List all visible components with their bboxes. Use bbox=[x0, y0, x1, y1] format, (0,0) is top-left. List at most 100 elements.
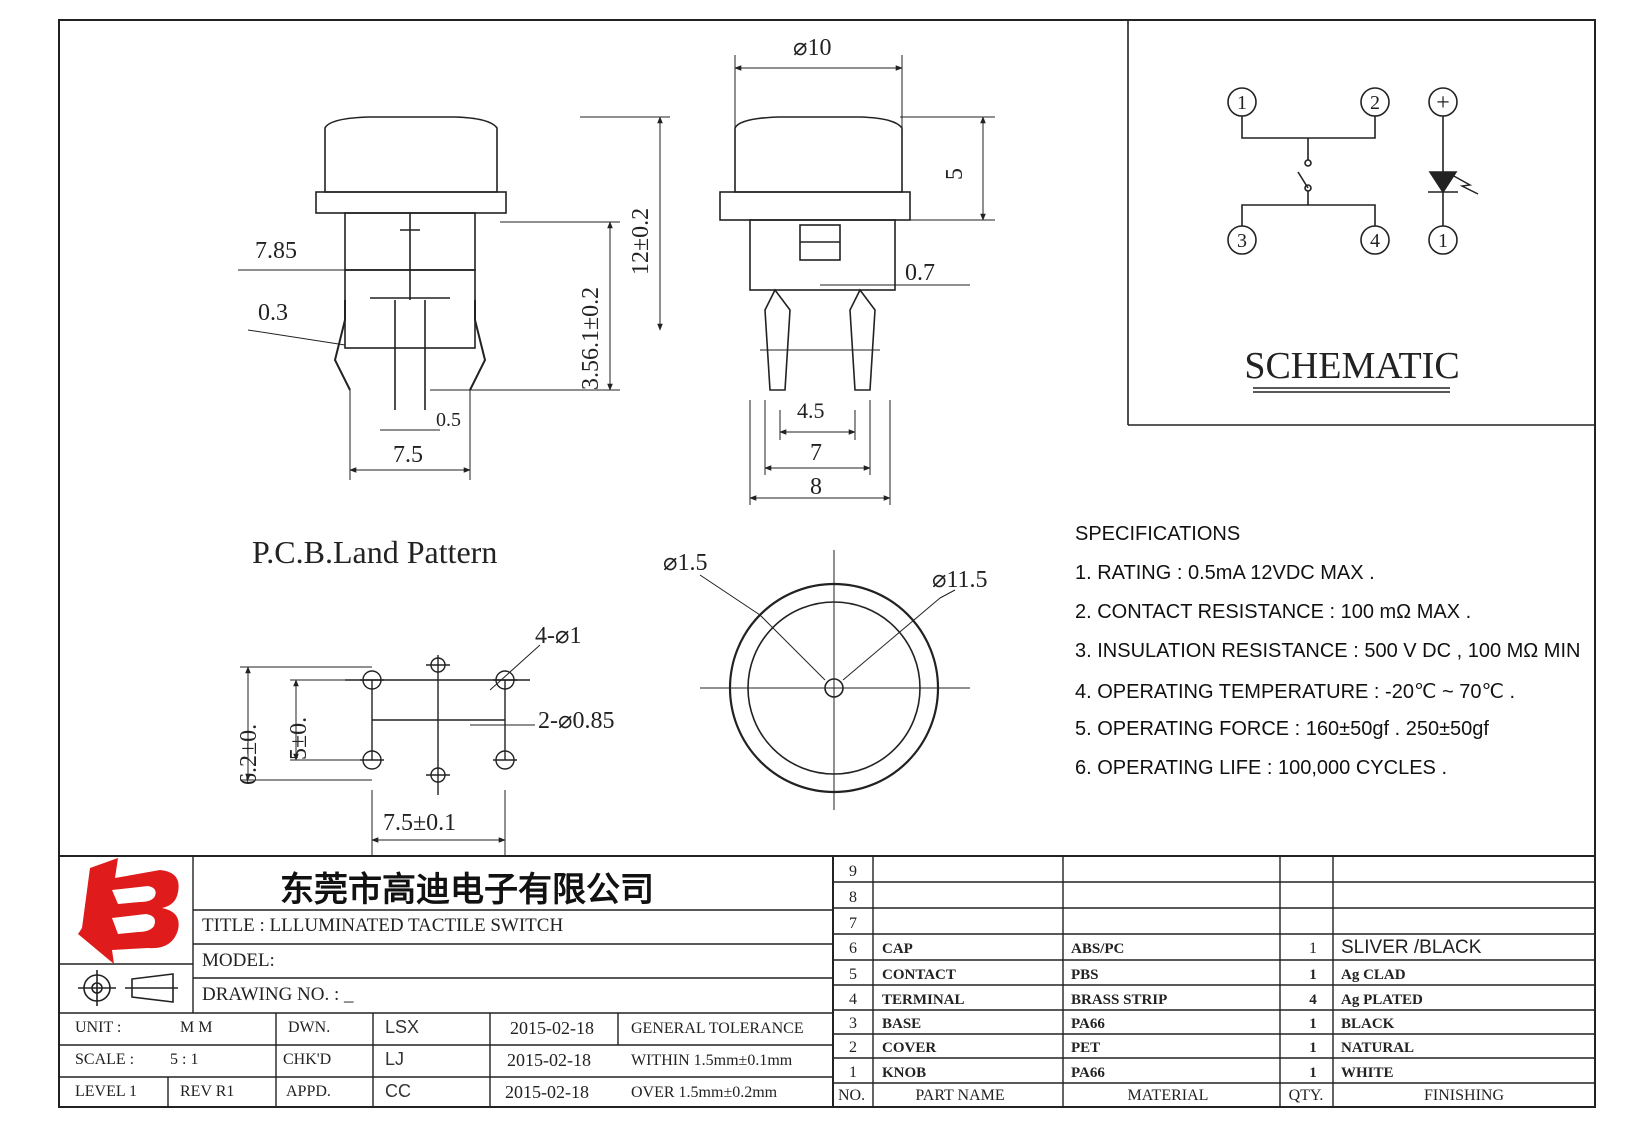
schematic-box: 1 2 + 3 4 1 SCHEMATIC bbox=[1127, 20, 1595, 426]
bom-row-4-finishing: Ag PLATED bbox=[1341, 992, 1423, 1008]
bom-row-1-material: PA66 bbox=[1071, 1065, 1105, 1081]
spec-item-4: 4. OPERATING TEMPERATURE : -20℃ ~ 70℃ . bbox=[1075, 681, 1516, 703]
dim-lead-thickness: 0.3 bbox=[258, 300, 288, 326]
appd-name: CC bbox=[385, 1081, 411, 1101]
dim-height-body: 3.56.1±0.2 bbox=[578, 287, 604, 390]
dim-side-inner: 4.5 bbox=[797, 398, 825, 423]
spec-item-6: 6. OPERATING LIFE : 100,000 CYCLES . bbox=[1075, 757, 1448, 779]
dim-pin-width: 0.5 bbox=[436, 409, 461, 431]
schematic-pin-3-bottom: 3 bbox=[1237, 230, 1247, 252]
bom-row-5-material: PBS bbox=[1071, 967, 1099, 983]
bom-row-6-part: CAP bbox=[882, 941, 913, 957]
company-logo bbox=[78, 858, 179, 964]
schematic-pin-2-top: 2 bbox=[1370, 92, 1380, 114]
model-label: MODEL: bbox=[202, 950, 275, 971]
specs-heading: SPECIFICATIONS bbox=[1075, 523, 1241, 545]
dim-pcb-h-inner: 5±0. bbox=[286, 717, 312, 760]
tolerance-title: GENERAL TOLERANCE bbox=[631, 1020, 804, 1037]
bom-row-5-no: 5 bbox=[849, 966, 857, 983]
unit-value: M M bbox=[180, 1019, 213, 1036]
dwn-name: LSX bbox=[385, 1017, 420, 1037]
schematic-pin-4-bottom: 4 bbox=[1370, 230, 1380, 252]
side-view bbox=[719, 116, 911, 391]
land-pattern-title: P.C.B.Land Pattern bbox=[252, 534, 497, 570]
sheet-border bbox=[58, 19, 1596, 1108]
bom-row-3-material: PA66 bbox=[1071, 1016, 1105, 1032]
bom-row-3-finishing: BLACK bbox=[1341, 1016, 1395, 1032]
dim-cap-diameter: ⌀10 bbox=[793, 35, 831, 61]
bom-header-part: PART NAME bbox=[915, 1087, 1004, 1104]
spec-item-2: 2. CONTACT RESISTANCE : 100 mΩ MAX . bbox=[1075, 601, 1472, 623]
company-name: 东莞市高迪电子有限公司 bbox=[280, 870, 654, 910]
dim-pcb-width: 7.5±0.1 bbox=[383, 810, 456, 836]
bom-row-1-qty: 1 bbox=[1309, 1065, 1317, 1081]
schematic-pin-minus: 1 bbox=[1438, 230, 1448, 252]
bom-row-2-finishing: NATURAL bbox=[1341, 1040, 1414, 1056]
drawing-title: TITLE : LLLUMINATED TACTILE SWITCH bbox=[202, 915, 564, 936]
bom-row-6-no: 6 bbox=[849, 940, 857, 957]
front-view bbox=[315, 116, 507, 410]
bom-row-1-no: 1 bbox=[849, 1064, 857, 1081]
bom-row-4-qty: 4 bbox=[1309, 992, 1317, 1008]
chk-label: CHK'D bbox=[283, 1051, 332, 1068]
dim-pin-span: 7.5 bbox=[393, 442, 423, 468]
spec-item-3: 3. INSULATION RESISTANCE : 500 V DC , 10… bbox=[1075, 640, 1581, 662]
appd-label: APPD. bbox=[286, 1083, 331, 1100]
tolerance-over: OVER 1.5mm±0.2mm bbox=[631, 1084, 778, 1101]
bom-row-3-part: BASE bbox=[882, 1016, 921, 1032]
side-dimensions bbox=[734, 55, 995, 505]
unit-label: UNIT : bbox=[75, 1019, 122, 1036]
bom-header-material: MATERIAL bbox=[1128, 1087, 1209, 1104]
top-view bbox=[699, 550, 970, 810]
dim-height-total: 12±0.2 bbox=[628, 208, 654, 275]
drawing-no-label: DRAWING NO. : _ bbox=[202, 984, 354, 1005]
schematic-pin-1-top: 1 bbox=[1237, 92, 1247, 114]
bom-header-no: NO. bbox=[838, 1087, 865, 1104]
rev-label: REV R1 bbox=[180, 1083, 235, 1100]
spec-item-5: 5. OPERATING FORCE : 160±50gf . 250±50gf bbox=[1075, 718, 1489, 740]
dim-cap-height: 5 bbox=[942, 168, 968, 180]
dim-top-small: ⌀1.5 bbox=[663, 550, 707, 576]
dim-hole-small: 2-⌀0.85 bbox=[538, 708, 614, 734]
bom-header-finishing: FINISHING bbox=[1424, 1087, 1504, 1104]
tolerance-within: WITHIN 1.5mm±0.1mm bbox=[631, 1052, 793, 1069]
bom-row-1-part: KNOB bbox=[882, 1065, 926, 1081]
schematic-title: SCHEMATIC bbox=[1244, 345, 1459, 387]
bom-row-4-part: TERMINAL bbox=[882, 992, 965, 1008]
bom-row-9-no: 9 bbox=[849, 863, 857, 880]
bom-table: 9 8 7 6 5 4 3 2 1 CAP CONTACT TERMINAL B… bbox=[838, 863, 1504, 1104]
bom-row-5-finishing: Ag CLAD bbox=[1341, 967, 1406, 983]
dwn-date: 2015-02-18 bbox=[510, 1018, 594, 1038]
bom-row-7-no: 7 bbox=[849, 915, 857, 932]
level-label: LEVEL 1 bbox=[75, 1083, 138, 1100]
scale-label: SCALE : bbox=[75, 1051, 135, 1068]
dim-lead-offset: 0.7 bbox=[905, 260, 935, 286]
pcb-land-pattern bbox=[240, 644, 541, 855]
bom-row-3-no: 3 bbox=[849, 1015, 857, 1032]
bom-row-5-qty: 1 bbox=[1309, 967, 1317, 983]
dim-pcb-h-outer: 6.2±0. bbox=[236, 724, 262, 785]
title-block-grid bbox=[59, 855, 1595, 1107]
bom-row-4-no: 4 bbox=[849, 991, 857, 1008]
dim-hole-large: 4-⌀1 bbox=[535, 623, 581, 649]
bom-row-2-part: COVER bbox=[882, 1040, 936, 1056]
bom-row-2-material: PET bbox=[1071, 1040, 1100, 1056]
chk-name: LJ bbox=[385, 1049, 405, 1069]
chk-date: 2015-02-18 bbox=[507, 1050, 591, 1070]
bom-row-1-finishing: WHITE bbox=[1341, 1065, 1394, 1081]
bom-row-2-no: 2 bbox=[849, 1039, 857, 1056]
dim-side-outer: 8 bbox=[810, 474, 822, 500]
bom-row-4-material: BRASS STRIP bbox=[1071, 992, 1167, 1008]
bom-row-3-qty: 1 bbox=[1309, 1016, 1317, 1032]
bom-row-5-part: CONTACT bbox=[882, 967, 956, 983]
scale-value: 5 : 1 bbox=[170, 1051, 199, 1068]
bom-row-6-finishing: SLIVER /BLACK bbox=[1341, 937, 1482, 958]
bom-header-qty: QTY. bbox=[1289, 1087, 1324, 1104]
appd-date: 2015-02-18 bbox=[505, 1082, 589, 1102]
dim-top-large: ⌀11.5 bbox=[932, 567, 988, 593]
projection-symbol bbox=[78, 970, 178, 1006]
bom-row-2-qty: 1 bbox=[1309, 1040, 1317, 1056]
schematic-pin-plus: + bbox=[1436, 90, 1450, 116]
bom-row-8-no: 8 bbox=[849, 889, 857, 906]
